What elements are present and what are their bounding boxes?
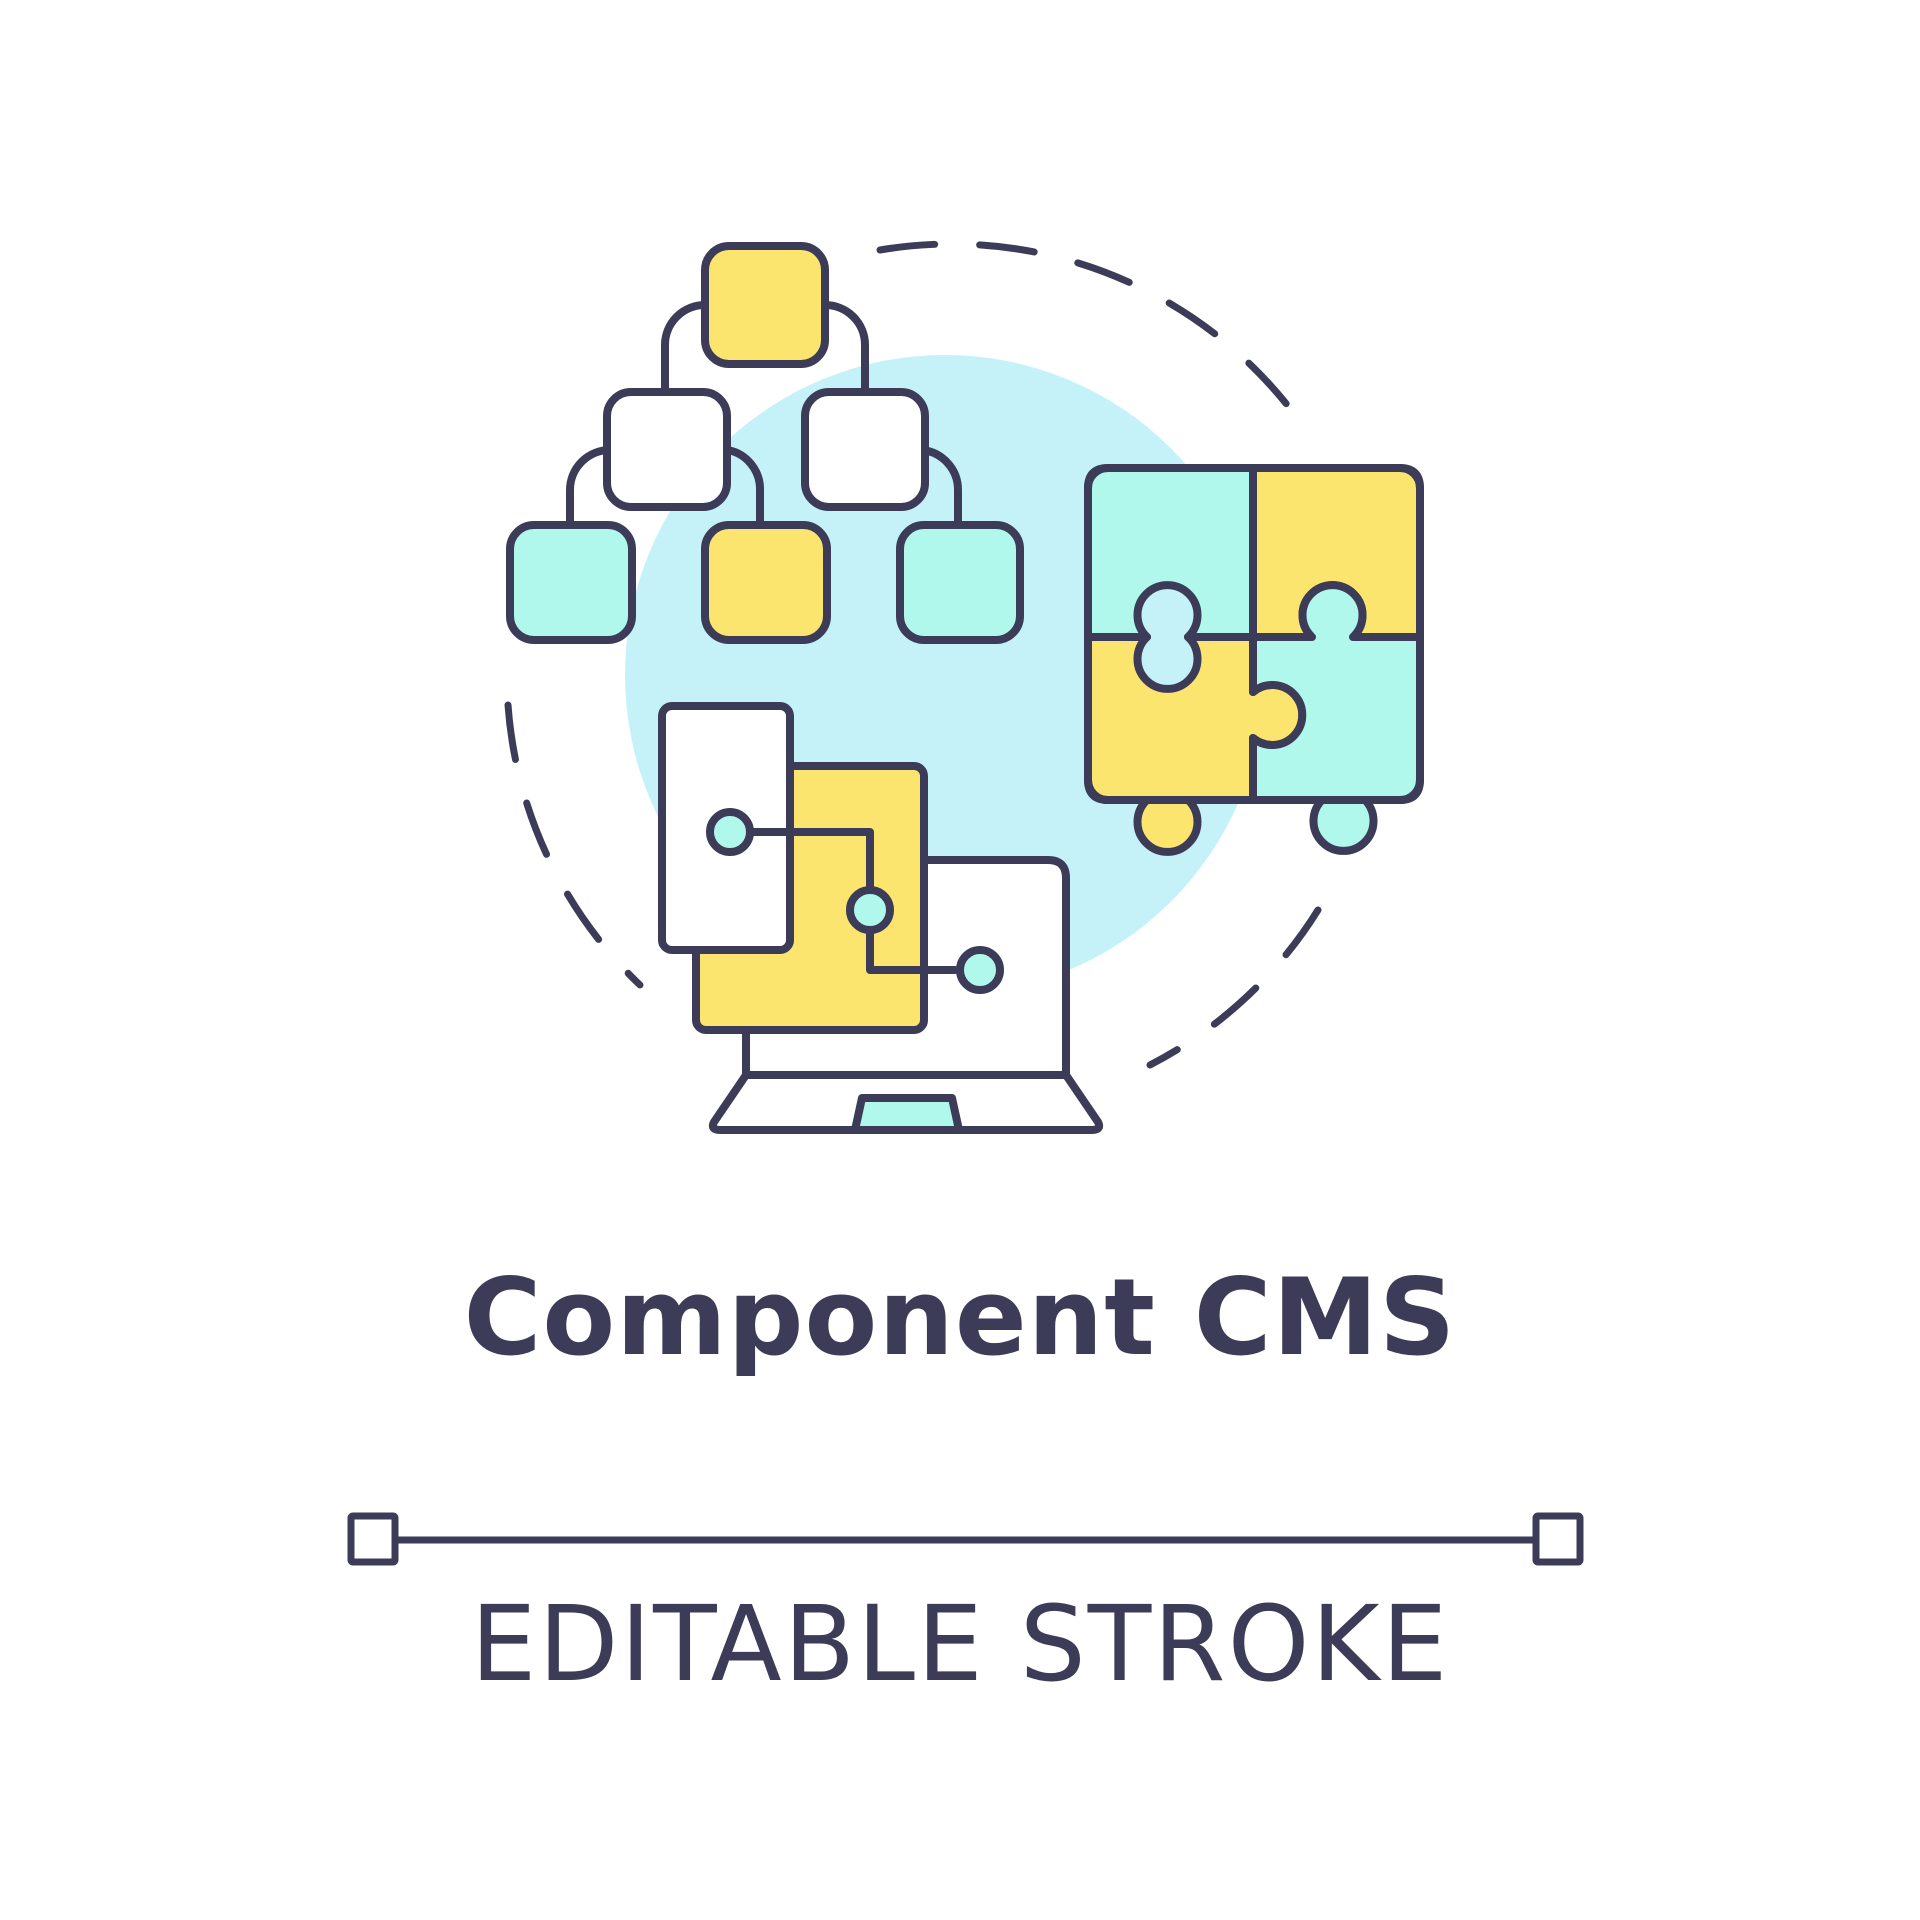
dashed-circle-decoration bbox=[504, 240, 1322, 1069]
laptop-with-windows-icon bbox=[658, 702, 1104, 1134]
tree-leaf-left-node bbox=[506, 521, 636, 644]
laptop-trackpad bbox=[851, 1094, 963, 1134]
tree-mid-right-node bbox=[801, 388, 929, 511]
connector-node-1 bbox=[706, 808, 754, 856]
connector-node-3 bbox=[956, 946, 1004, 994]
page-title: Component CMS bbox=[463, 1256, 1457, 1379]
tree-mid-left-node bbox=[603, 388, 731, 511]
tree-leaf-right-node bbox=[896, 521, 1024, 644]
tree-root-node bbox=[701, 242, 829, 368]
connector-node-2 bbox=[846, 886, 894, 934]
editable-stroke-caption: EDITABLE STROKE bbox=[470, 1583, 1450, 1705]
tree-leaf-center-node bbox=[701, 521, 831, 644]
hierarchy-tree-icon bbox=[506, 242, 1024, 644]
puzzle-icon bbox=[1084, 464, 1424, 856]
puzzle-piece-bottom-right bbox=[1249, 581, 1424, 855]
